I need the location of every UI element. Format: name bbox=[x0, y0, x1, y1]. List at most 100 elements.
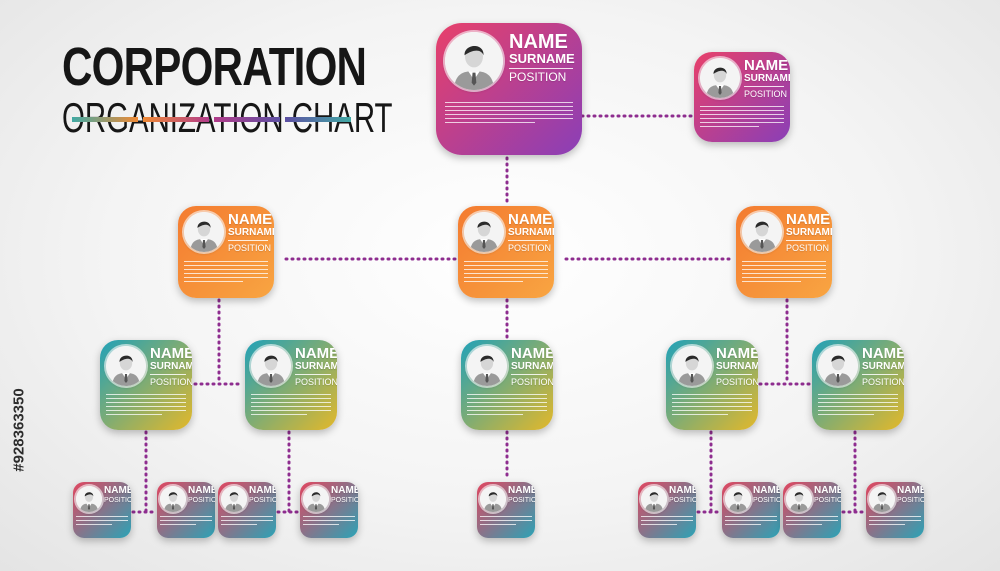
person-avatar-icon bbox=[221, 486, 247, 512]
card-position: POSITION bbox=[862, 377, 904, 387]
person-avatar-icon bbox=[251, 346, 291, 386]
card-name: NAME bbox=[669, 485, 696, 496]
card-name: NAME bbox=[744, 57, 789, 74]
card-description-placeholder bbox=[464, 261, 548, 285]
card-divider bbox=[511, 374, 547, 375]
card-description-placeholder bbox=[742, 261, 826, 285]
card-description-placeholder bbox=[869, 516, 921, 528]
card-description-placeholder bbox=[700, 106, 784, 130]
card-description-placeholder bbox=[106, 394, 186, 418]
card-name: NAME bbox=[897, 485, 924, 496]
card-position: POSITION bbox=[669, 497, 696, 504]
person-avatar-icon bbox=[742, 212, 782, 252]
card-name: NAME bbox=[331, 485, 358, 496]
person-avatar-icon bbox=[672, 346, 712, 386]
stock-id-label: #928363350 bbox=[4, 330, 34, 530]
card-divider bbox=[150, 374, 186, 375]
card-description-placeholder bbox=[445, 102, 573, 126]
card-surname: SURNAME bbox=[228, 227, 274, 238]
card-name: NAME bbox=[228, 211, 273, 228]
person-avatar-icon bbox=[303, 486, 329, 512]
card-description-placeholder bbox=[76, 516, 128, 528]
card-name: NAME bbox=[753, 485, 780, 496]
person-avatar-icon bbox=[445, 32, 503, 90]
card-name: NAME bbox=[814, 485, 841, 496]
card-name: NAME bbox=[511, 345, 553, 362]
chart-title: CORPORATION bbox=[62, 37, 367, 97]
card-name: NAME bbox=[508, 211, 553, 228]
card-surname: SURNAME bbox=[509, 51, 575, 66]
card-surname: SURNAME bbox=[786, 227, 832, 238]
card-surname: SURNAME bbox=[295, 361, 337, 372]
card-position: POSITION bbox=[508, 497, 535, 504]
card-position: POSITION bbox=[228, 243, 272, 253]
card-position: POSITION bbox=[814, 497, 841, 504]
card-name: NAME bbox=[295, 345, 337, 362]
card-name: NAME bbox=[508, 485, 535, 496]
card-name: NAME bbox=[150, 345, 192, 362]
card-divider bbox=[744, 86, 784, 87]
card-description-placeholder bbox=[303, 516, 355, 528]
card-divider bbox=[228, 240, 268, 241]
card-position: POSITION bbox=[786, 243, 830, 253]
card-surname: SURNAME bbox=[716, 361, 758, 372]
title-color-bar bbox=[72, 117, 138, 122]
card-name: NAME bbox=[786, 211, 831, 228]
card-surname: SURNAME bbox=[508, 227, 554, 238]
person-avatar-icon bbox=[160, 486, 186, 512]
card-name: NAME bbox=[188, 485, 215, 496]
person-avatar-icon bbox=[106, 346, 146, 386]
person-avatar-icon bbox=[818, 346, 858, 386]
stock-id-text: #928363350 bbox=[10, 388, 28, 472]
card-description-placeholder bbox=[786, 516, 838, 528]
card-description-placeholder bbox=[725, 516, 777, 528]
card-position: POSITION bbox=[249, 497, 276, 504]
card-divider bbox=[862, 374, 898, 375]
card-surname: SURNAME bbox=[150, 361, 192, 372]
title-color-bar bbox=[214, 117, 280, 122]
card-divider bbox=[295, 374, 331, 375]
card-position: POSITION bbox=[716, 377, 758, 387]
card-description-placeholder bbox=[184, 261, 268, 285]
person-avatar-icon bbox=[184, 212, 224, 252]
card-surname: SURNAME bbox=[744, 73, 790, 84]
card-position: POSITION bbox=[331, 497, 358, 504]
title-color-bar bbox=[285, 117, 351, 122]
card-position: POSITION bbox=[508, 243, 552, 253]
card-surname: SURNAME bbox=[862, 361, 904, 372]
card-surname: SURNAME bbox=[511, 361, 553, 372]
person-avatar-icon bbox=[464, 212, 504, 252]
card-description-placeholder bbox=[467, 394, 547, 418]
card-description-placeholder bbox=[641, 516, 693, 528]
person-avatar-icon bbox=[725, 486, 751, 512]
card-position: POSITION bbox=[509, 70, 567, 84]
card-position: POSITION bbox=[104, 497, 131, 504]
card-name: NAME bbox=[249, 485, 276, 496]
person-avatar-icon bbox=[786, 486, 812, 512]
card-position: POSITION bbox=[150, 377, 192, 387]
card-divider bbox=[508, 240, 548, 241]
card-description-placeholder bbox=[818, 394, 898, 418]
card-name: NAME bbox=[509, 31, 568, 53]
card-divider bbox=[509, 68, 573, 69]
title-color-bar bbox=[143, 117, 209, 122]
card-position: POSITION bbox=[511, 377, 553, 387]
card-description-placeholder bbox=[480, 516, 532, 528]
card-name: NAME bbox=[716, 345, 758, 362]
